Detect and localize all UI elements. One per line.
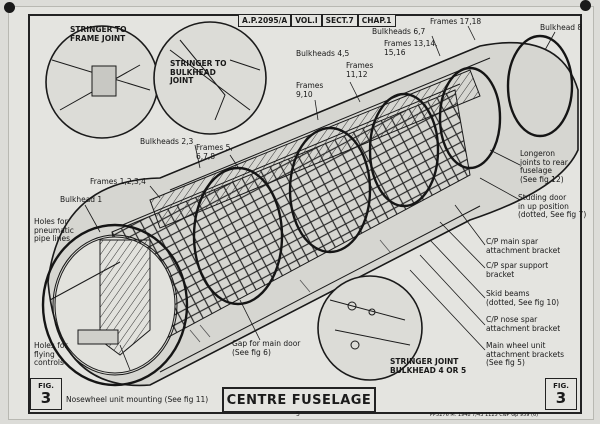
- bulkhead-rings: [41, 34, 574, 387]
- punch-hole-right: [580, 0, 591, 11]
- reference-header: A.P.2095/A VOL.I SECT.7 CHAP.1: [238, 14, 396, 27]
- interior-framework: [111, 69, 481, 356]
- fig-number-right: FIG.3: [545, 378, 577, 410]
- label-gap-main-door: Gap for main door(See fig 6): [232, 339, 301, 357]
- stringers: [49, 45, 491, 386]
- label-bulkhead-1: Bulkhead 1: [60, 195, 103, 204]
- drawing-title: CENTRE FUSELAGE: [222, 387, 376, 413]
- label-bulkheads-4-5: Bulkheads 4,5: [296, 49, 350, 58]
- leader-lines: [84, 25, 556, 371]
- punch-hole-left: [4, 2, 15, 13]
- bulkhead-1-face: [54, 236, 176, 374]
- label-frames-13-16: Frames 13,14,15,16: [384, 39, 438, 57]
- chapter-reference: CHAP.1: [357, 14, 396, 27]
- print-code: PP5276 M. 1948 7/43 1125 C&P Gp 959 (6): [430, 412, 539, 418]
- label-frames-1-4: Frames 1,2,3,4: [90, 177, 146, 186]
- ap-reference: A.P.2095/A: [238, 14, 292, 27]
- label-bulkheads-6-7: Bulkheads 6,7: [372, 27, 426, 36]
- label-frames-17-18: Frames 17,18: [430, 17, 482, 26]
- page-number: 5: [296, 411, 300, 418]
- label-frames-5-8: Frames 5,6,7,8: [196, 143, 233, 161]
- label-nosewheel: Nosewheel unit mounting (See fig 11): [66, 395, 209, 404]
- label-skid-beams: Skid beams(dotted, See fig 10): [486, 289, 560, 307]
- skin-hatching: [189, 239, 391, 343]
- section-reference: SECT.7: [321, 14, 358, 27]
- fig-number-left: FIG.3: [30, 378, 62, 410]
- volume-reference: VOL.I: [291, 14, 322, 27]
- label-bulkheads-2-3: Bulkheads 2,3: [140, 137, 194, 146]
- inset-details: [51, 39, 411, 350]
- label-bulkhead-8: Bulkhead 8: [540, 23, 583, 32]
